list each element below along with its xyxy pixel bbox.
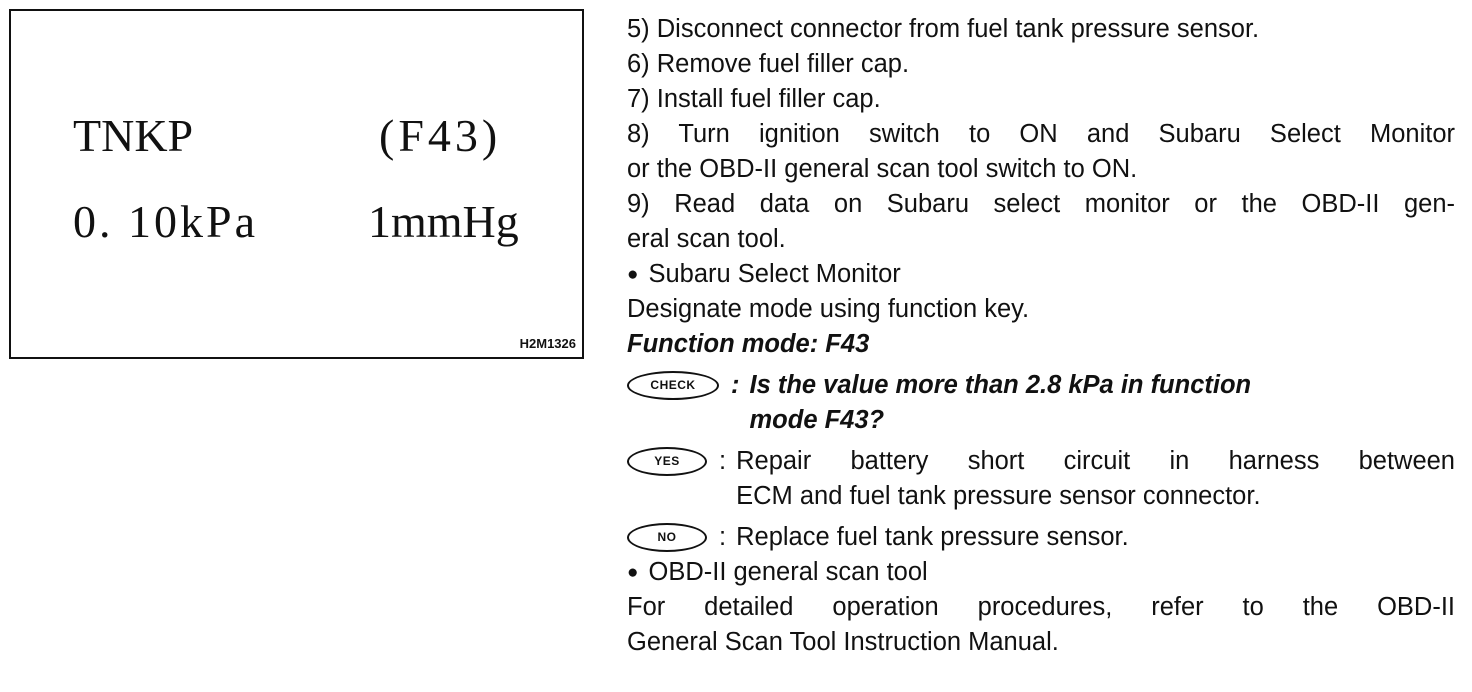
yes-badge: YES [627, 447, 707, 476]
pressure-mmhg-value: 1mmHg [368, 196, 519, 247]
no-text: Replace fuel tank pressure sensor. [736, 523, 1129, 551]
step-6: 6) Remove fuel filler cap. [627, 50, 910, 78]
ssm-bullet: Subaru Select Monitor [627, 257, 1455, 292]
check-row: CHECK : Is the value more than 2.8 kPa i… [627, 368, 1455, 438]
function-mode-label: (F43) [379, 110, 502, 161]
step-9-line-2: eral scan tool. [627, 225, 786, 253]
check-badge: CHECK [627, 371, 719, 400]
obd-text-line-1: For detailed operation procedures, refer… [627, 593, 1455, 621]
obd-bullet: OBD-II general scan tool [627, 555, 1455, 590]
yes-text-line-2: ECM and fuel tank pressure sensor connec… [736, 482, 1261, 510]
function-mode-heading: Function mode: F43 [627, 330, 870, 358]
step-8-line-1: 8) Turn ignition switch to ON and Subaru… [627, 120, 1455, 148]
yes-row: YES : Repair battery short circuit in ha… [627, 444, 1455, 514]
figure-code: H2M1326 [519, 336, 576, 351]
no-row: NO : Replace fuel tank pressure sensor. [627, 520, 1455, 555]
check-question-line-1: Is the value more than 2.8 kPa in functi… [749, 371, 1252, 399]
obd-text-line-2: General Scan Tool Instruction Manual. [627, 628, 1059, 656]
step-8-line-2: or the OBD-II general scan tool switch t… [627, 155, 1138, 183]
step-9-line-1: 9) Read data on Subaru select monitor or… [627, 190, 1455, 218]
select-monitor-display-figure: TNKP (F43) 0. 10kPa 1mmHg H2M1326 [9, 9, 584, 359]
check-question-line-2: mode F43? [749, 406, 885, 434]
procedure-text: 5) Disconnect connector from fuel tank p… [627, 12, 1455, 660]
check-colon: : [731, 371, 740, 399]
pressure-kpa-value: 0. 10kPa [73, 196, 258, 247]
yes-colon: : [719, 447, 727, 475]
step-5: 5) Disconnect connector from fuel tank p… [627, 15, 1260, 43]
no-badge: NO [627, 523, 707, 552]
yes-text-line-1: Repair battery short circuit in harness … [736, 447, 1455, 475]
parameter-label: TNKP [73, 110, 194, 161]
no-colon: : [719, 523, 727, 551]
ssm-instruction: Designate mode using function key. [627, 295, 1030, 323]
step-7: 7) Install fuel filler cap. [627, 85, 881, 113]
